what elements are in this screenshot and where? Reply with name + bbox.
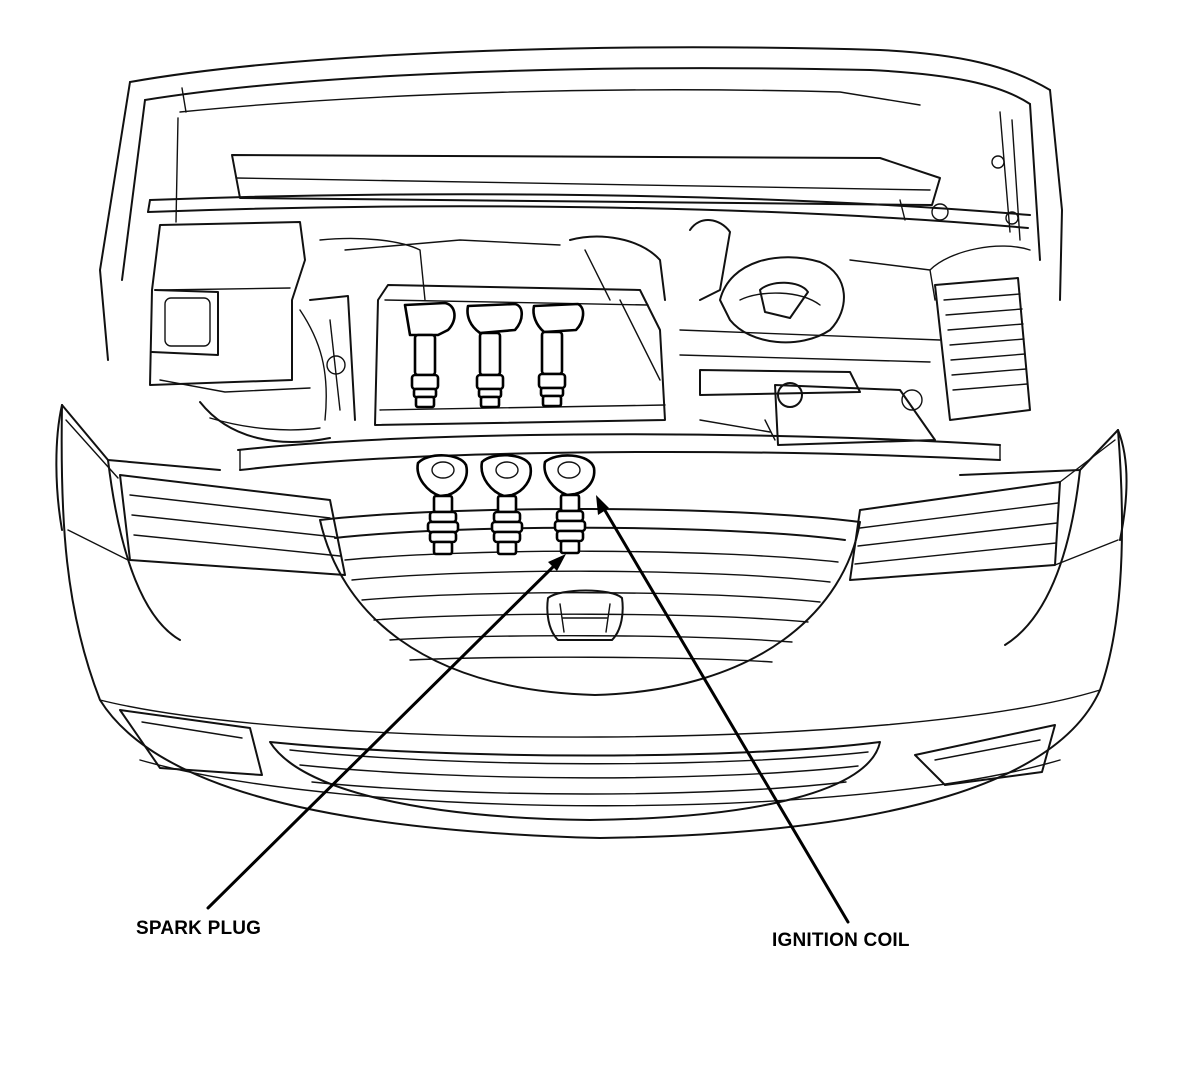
exploded-coil-2	[480, 453, 533, 556]
front-bumper	[55, 404, 1128, 839]
front-grille	[319, 508, 861, 696]
installed-coil-2	[466, 302, 524, 409]
right-fog-light	[914, 724, 1056, 786]
lower-intake	[269, 741, 881, 821]
left-fog-light	[119, 709, 263, 776]
exploded-coil-3	[543, 454, 596, 555]
ignition-coil-arrowhead	[596, 495, 609, 515]
left-headlight	[65, 419, 346, 576]
right-engine-components	[569, 219, 1031, 446]
cowl-panel	[147, 154, 1031, 229]
installed-coil-3	[532, 302, 585, 408]
spark-plug-label: SPARK PLUG	[136, 918, 262, 939]
ignition-coil-leader-line	[596, 495, 850, 924]
left-engine-components	[149, 221, 561, 443]
honda-h-emblem	[546, 589, 624, 641]
spark-plug-leader-line	[206, 554, 566, 910]
ignition-coil-label: IGNITION COIL	[772, 930, 910, 951]
installed-ignition-coils	[403, 301, 585, 409]
spark-plug-arrowhead	[548, 554, 566, 571]
radiator-support	[237, 433, 1001, 471]
exploded-coil-1	[416, 454, 469, 556]
installed-coil-1	[403, 301, 456, 409]
right-headlight	[849, 439, 1119, 581]
engine-cover	[374, 284, 666, 426]
raised-hood	[99, 46, 1063, 361]
exploded-ignition-coils	[416, 453, 596, 556]
